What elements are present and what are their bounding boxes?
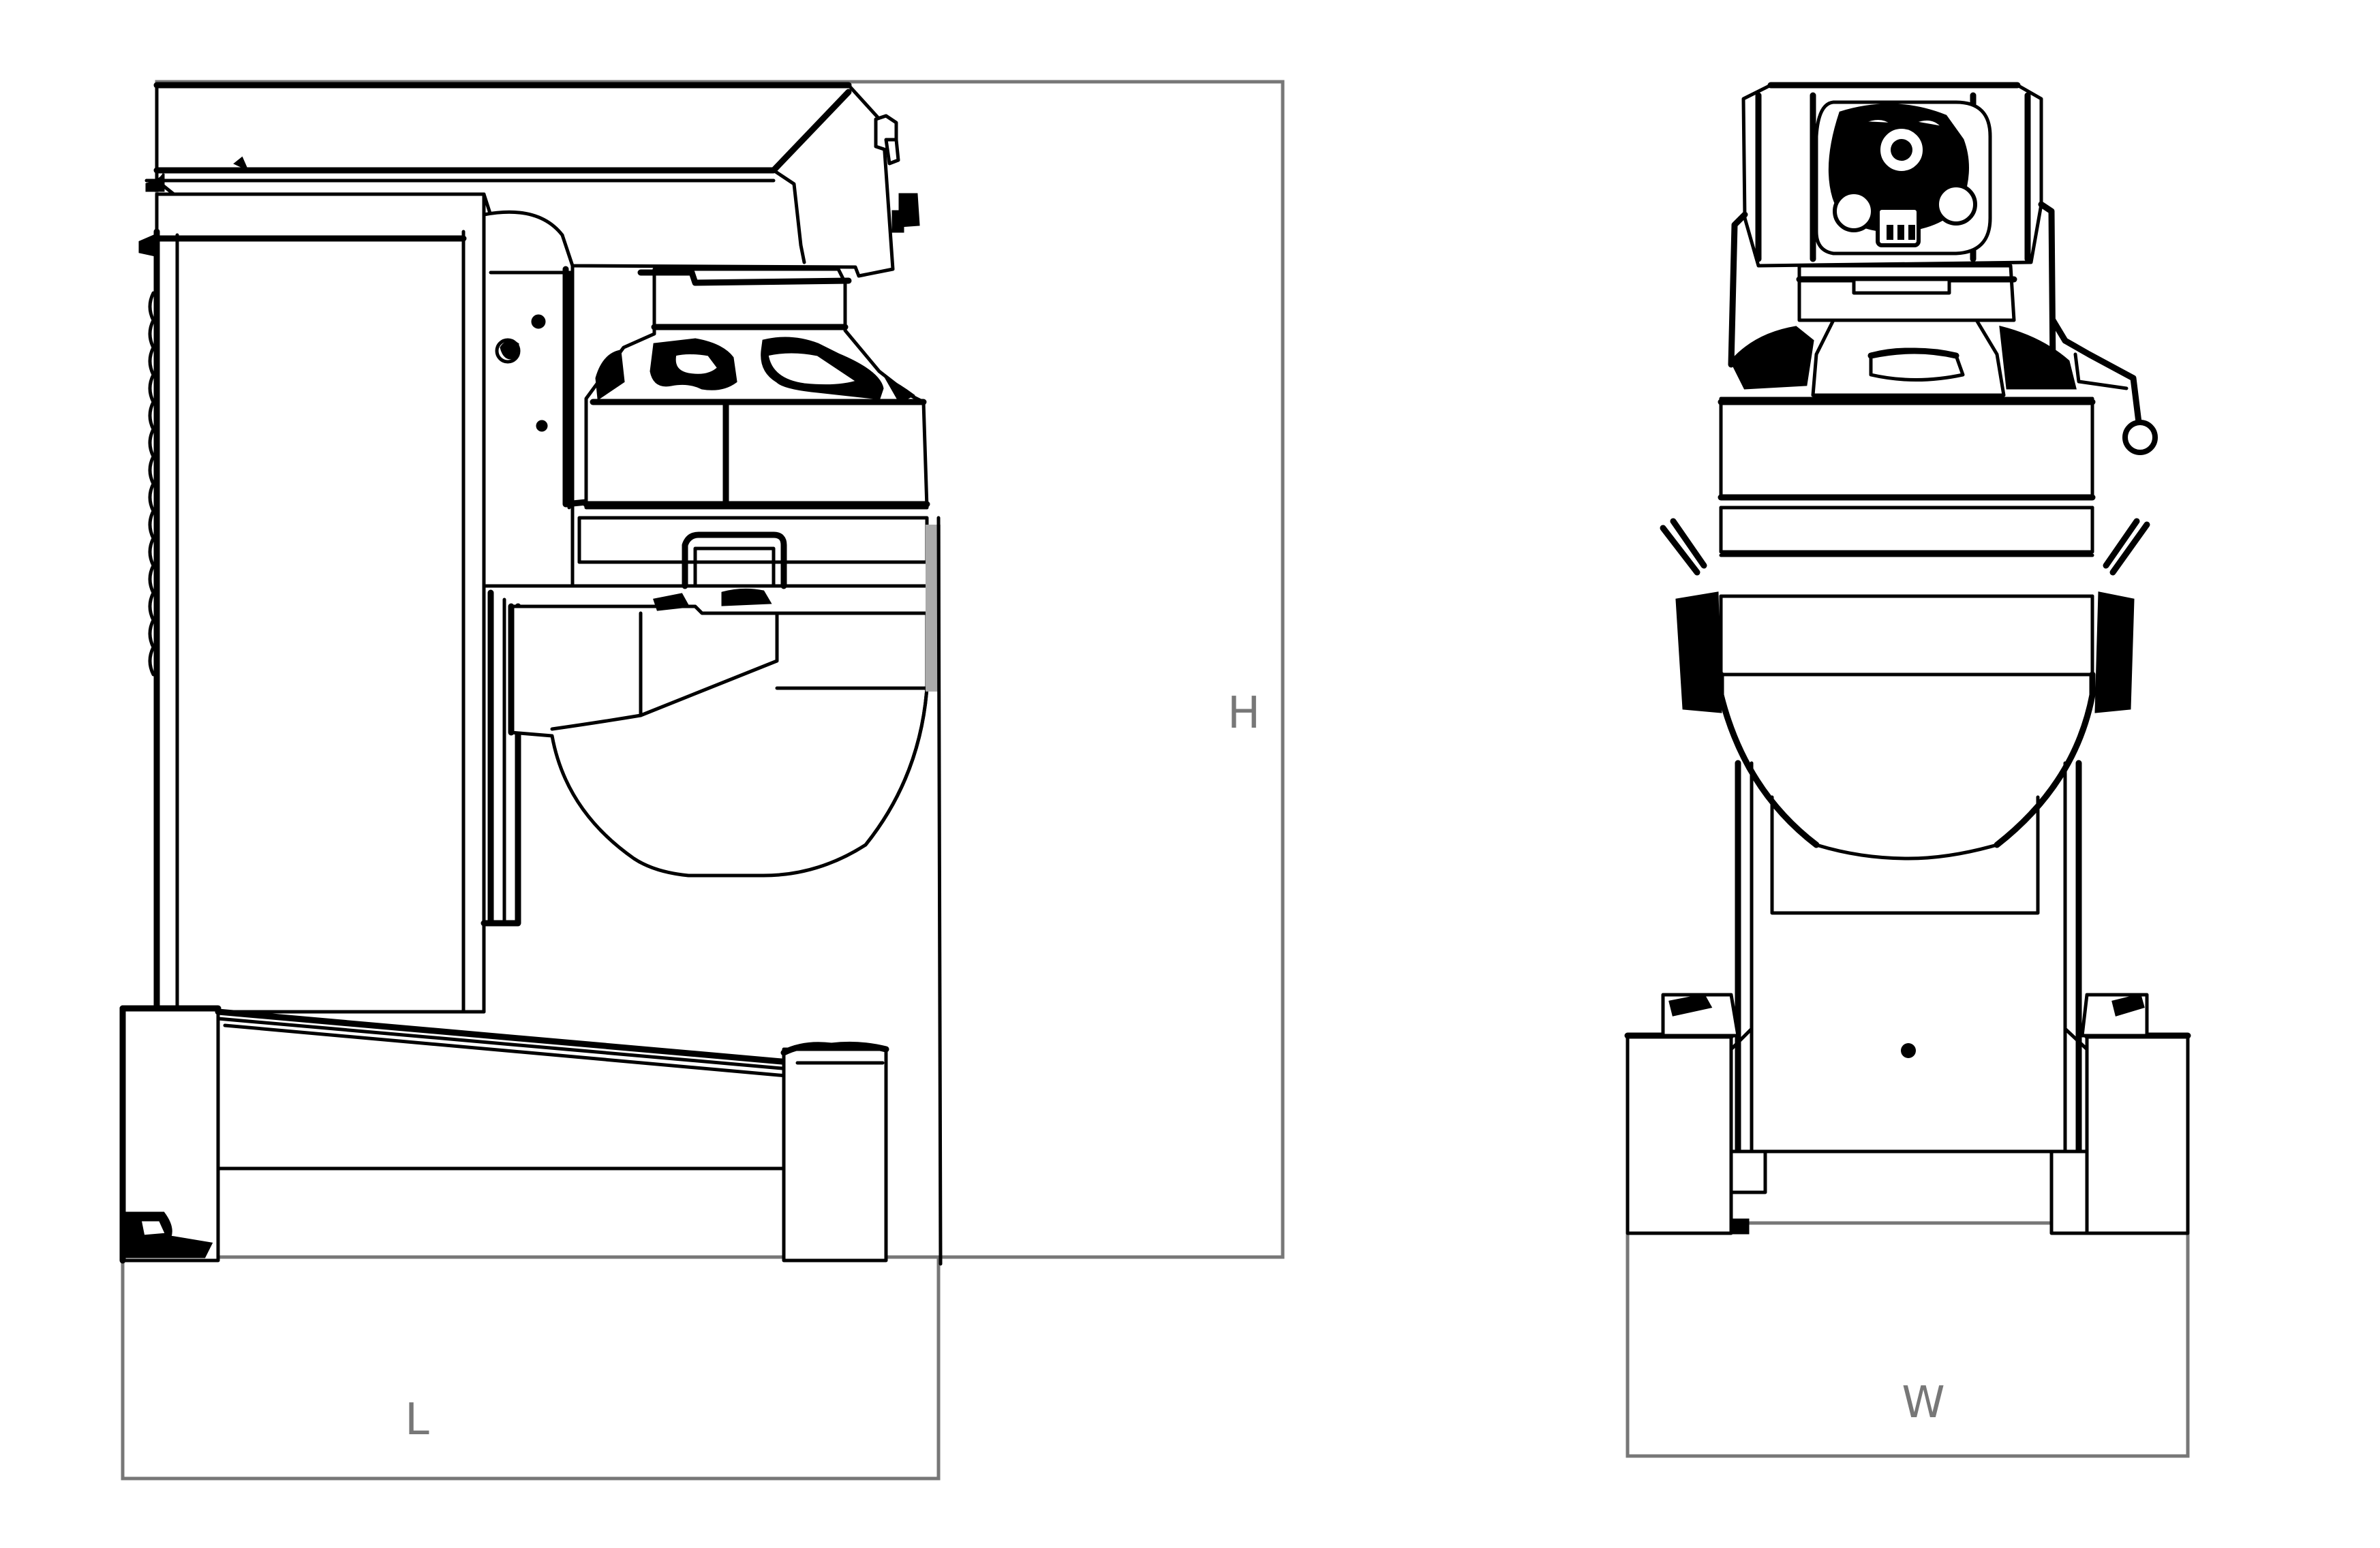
mixer-base [119,1005,889,1264]
front-view [1624,82,2191,1458]
front-head [1728,82,2056,371]
height-label: H [1227,688,1260,739]
width-dimension-box [1626,1221,2190,1458]
mixer-column [138,192,486,1015]
accent-strip [926,525,941,692]
mixer-neck [480,210,607,927]
front-neck [1730,264,2158,455]
front-base [1624,993,2191,1235]
length-dimension-box [121,1255,941,1481]
mixing-bowl [508,516,943,1266]
front-stand [1735,760,2082,1175]
bowl-lift [583,267,930,510]
length-label: L [405,1395,429,1445]
width-label: W [1902,1378,1944,1428]
indicator-dot [1901,1043,1916,1058]
side-view [119,80,1285,1481]
front-bowl [1660,397,2150,861]
